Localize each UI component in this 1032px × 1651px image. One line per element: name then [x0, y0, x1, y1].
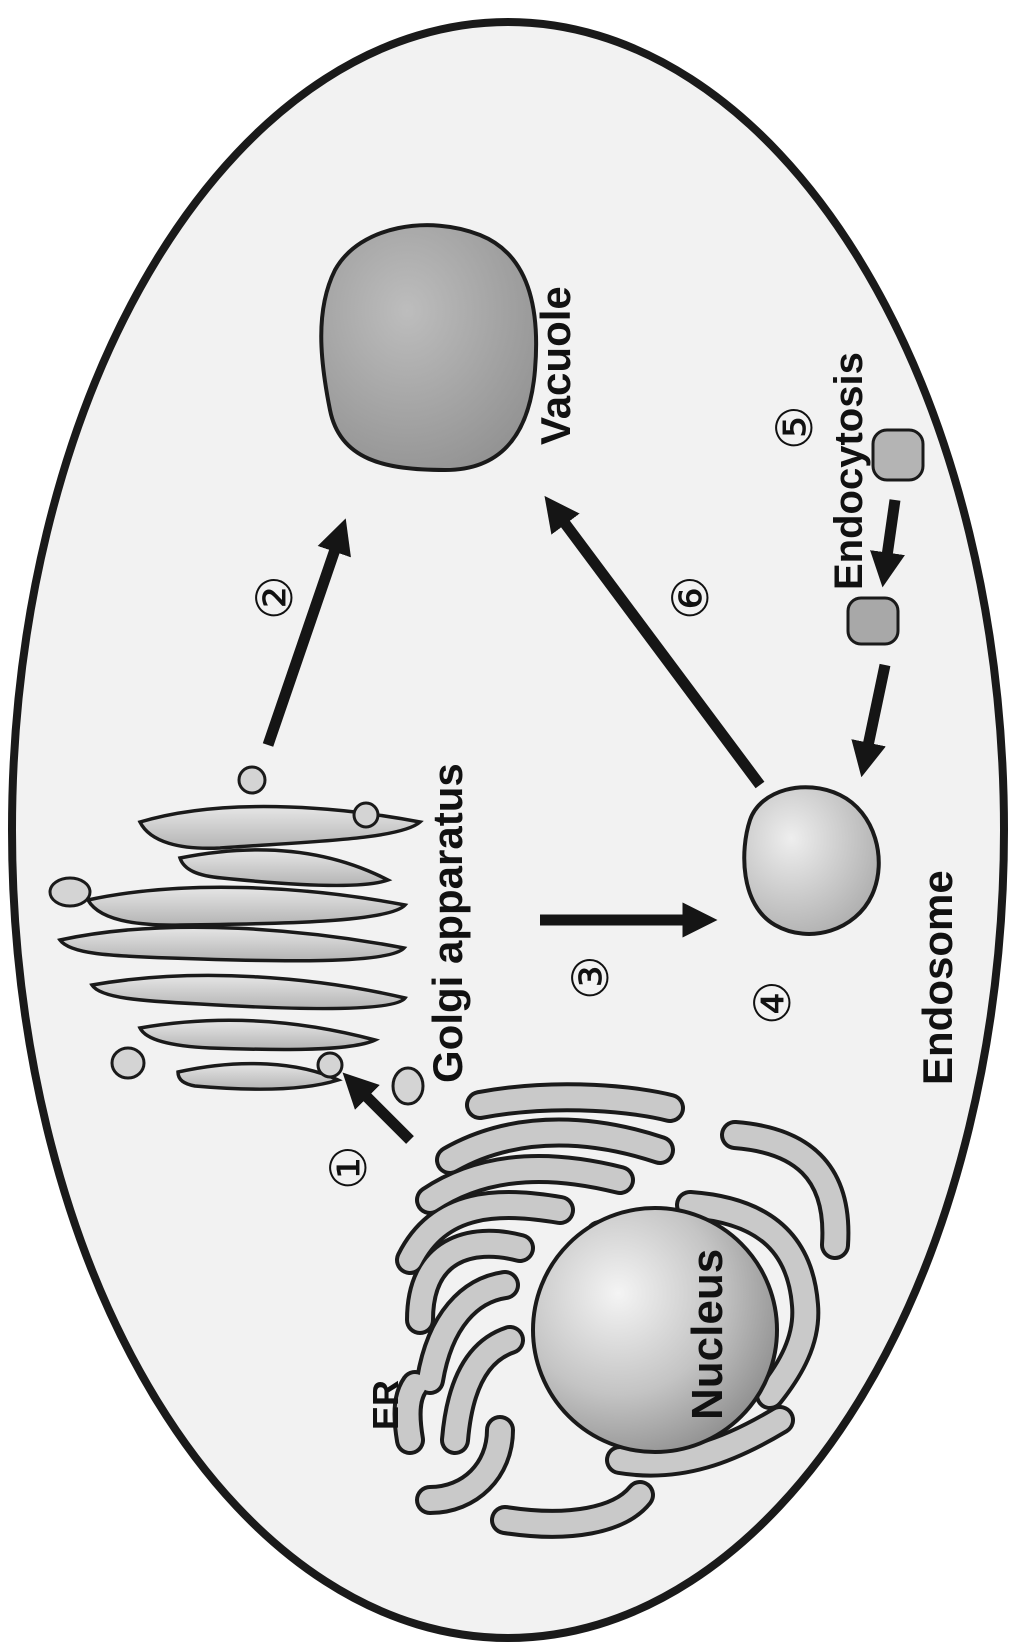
step-2: ② [246, 575, 304, 620]
endocytic-vesicle-surface [873, 430, 923, 480]
label-golgi-apparatus: Golgi apparatus [424, 763, 471, 1083]
label-endosome: Endosome [914, 870, 961, 1085]
label-vacuole: Vacuole [532, 286, 579, 445]
endocytic-vesicle [848, 598, 898, 644]
vacuole [321, 225, 536, 470]
label-endocytosis: Endocytosis [827, 352, 871, 590]
step-3: ③ [562, 955, 620, 1000]
step-4: ④ [744, 980, 802, 1025]
endosome [744, 787, 879, 934]
label-er: ER [365, 1380, 406, 1430]
step-5: ⑤ [766, 405, 824, 450]
step-6: ⑥ [662, 575, 720, 620]
step-1: ① [320, 1145, 378, 1190]
nucleus [533, 1208, 777, 1452]
label-nucleus: Nucleus [683, 1249, 732, 1420]
